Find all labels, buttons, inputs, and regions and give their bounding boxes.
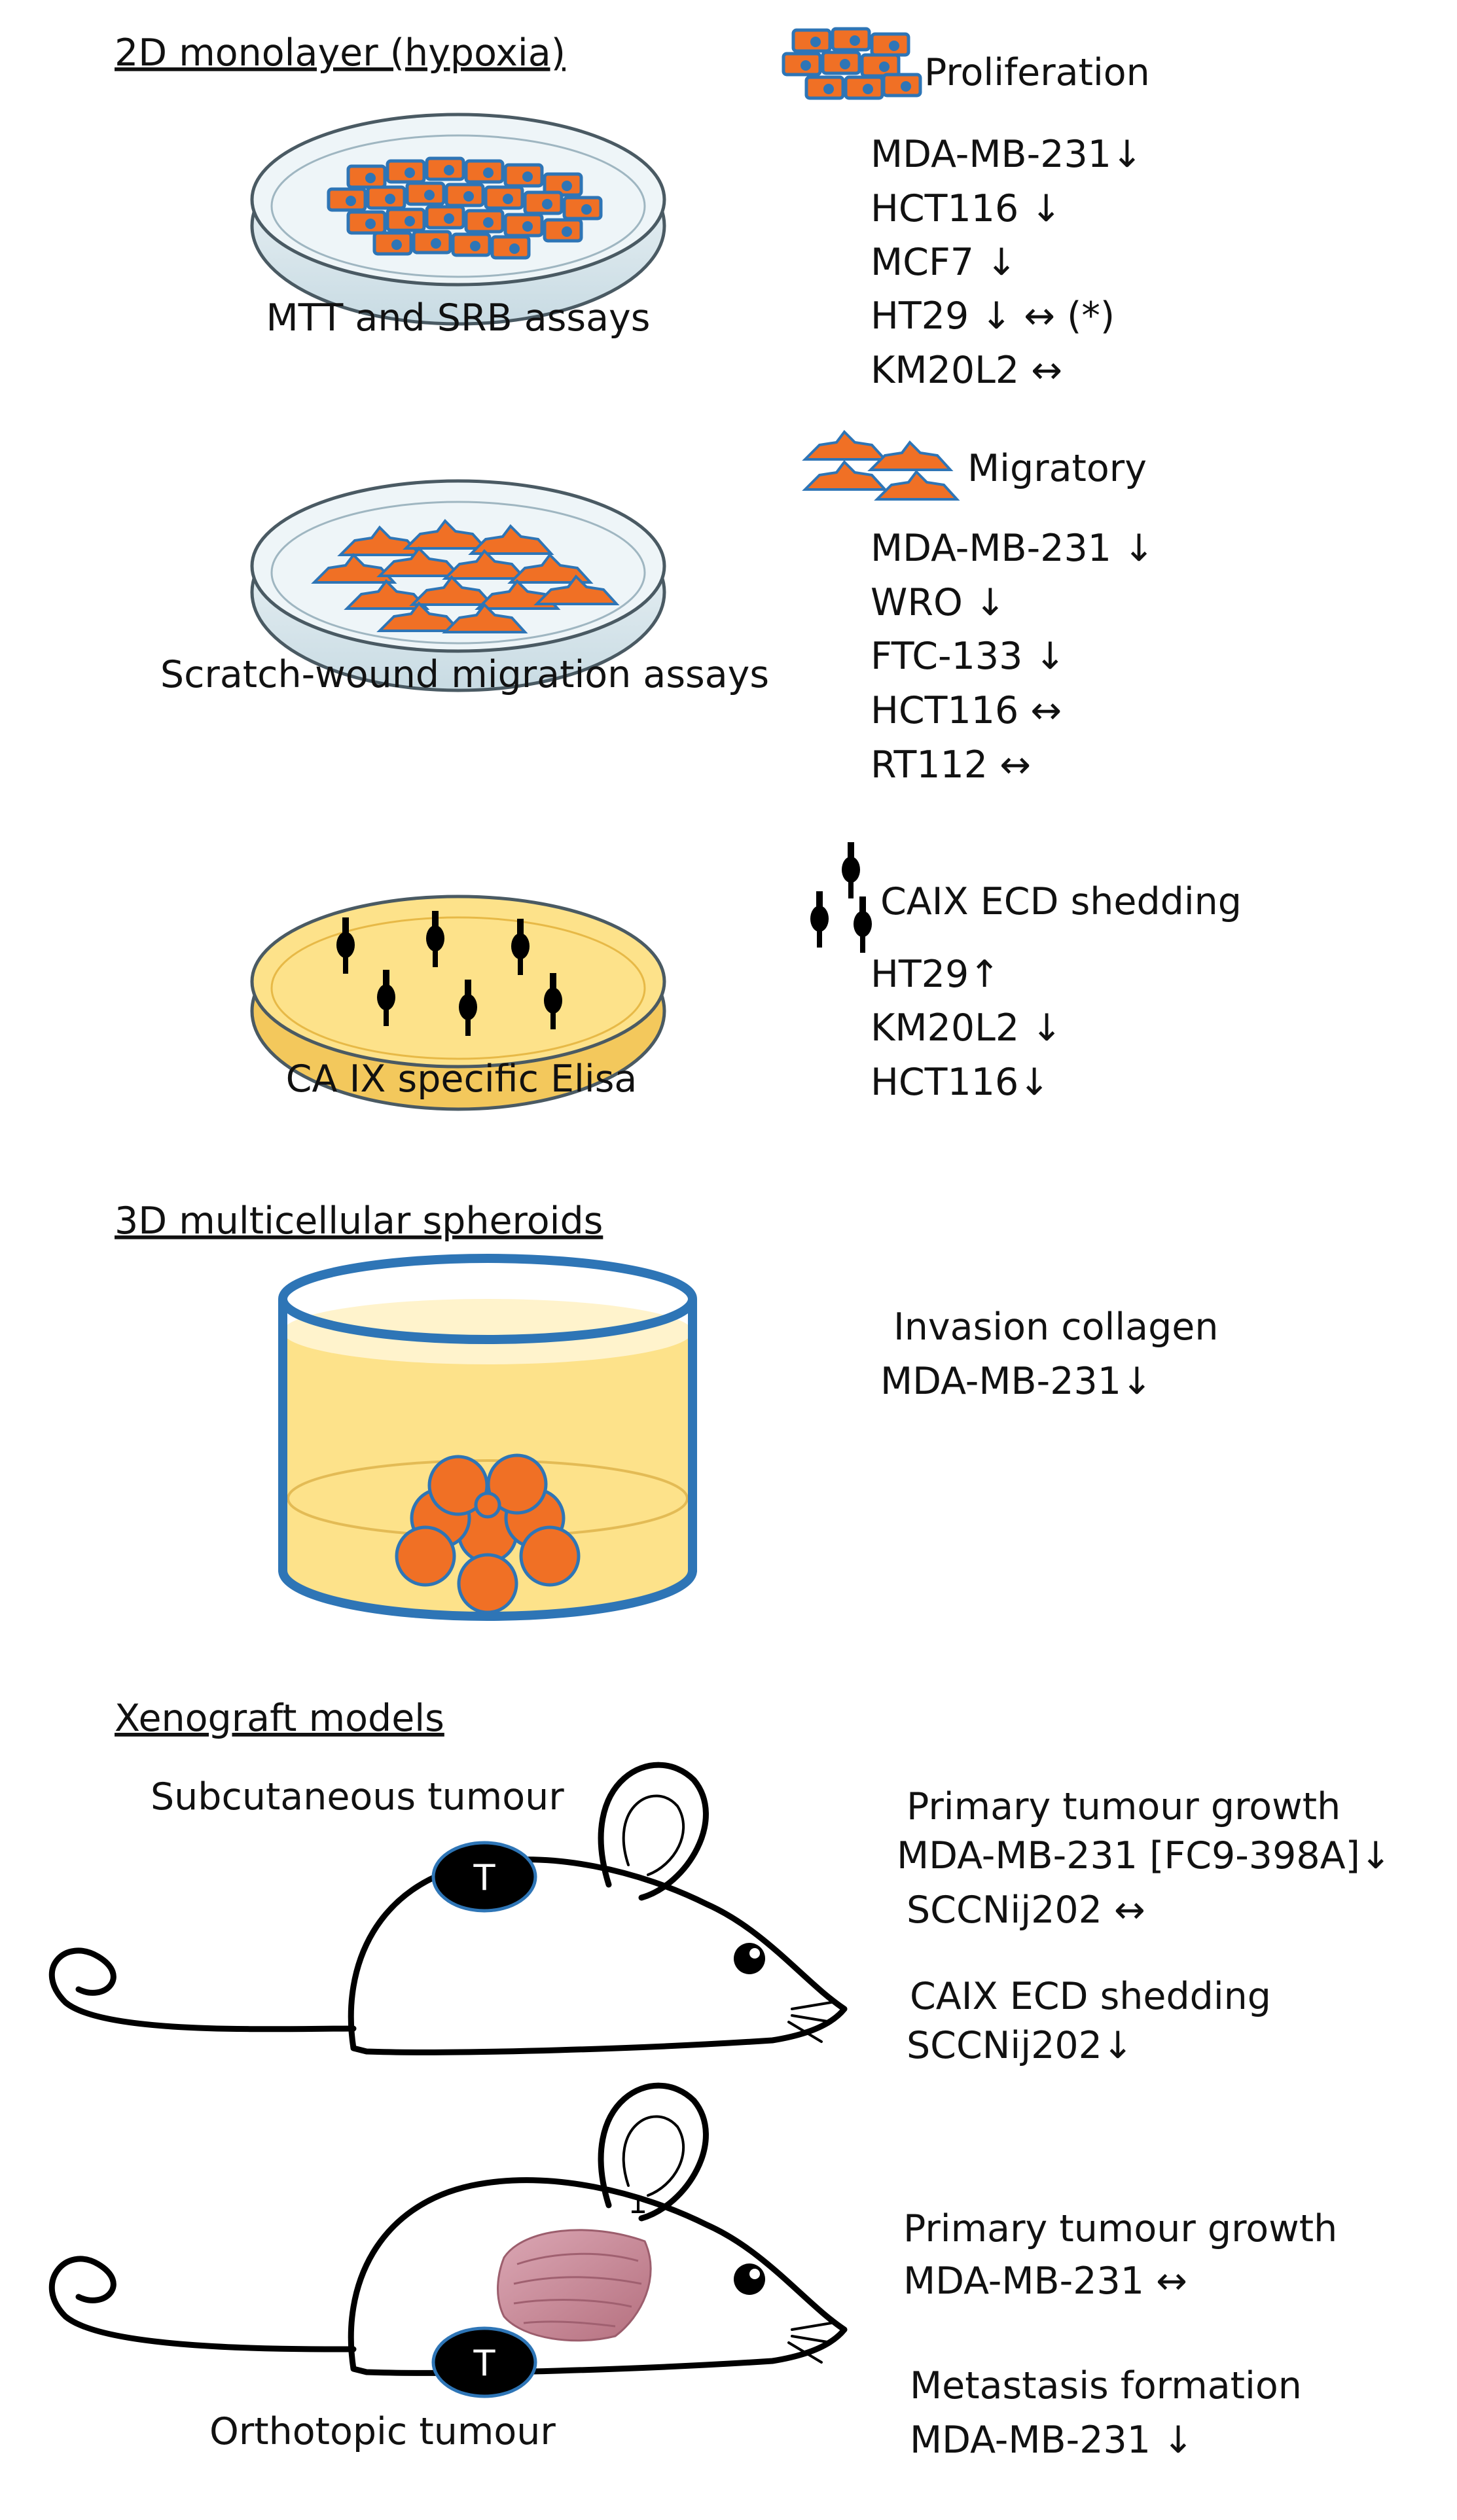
mouse-subcutaneous [48, 1762, 848, 2055]
section-title-2d-monolayer: 2D monolayer (hypoxia) [115, 31, 566, 75]
mammary-tissue-illustration [497, 2199, 652, 2342]
migratory-item: RT112 ↔ [871, 743, 1031, 787]
proliferation-icon [783, 29, 920, 98]
petri-dish-elisa [250, 895, 666, 1111]
migratory-item: FTC-133 ↓ [871, 635, 1066, 678]
label-orthotopic-tumour: Orthotopic tumour [209, 2410, 556, 2453]
orthotopic-growth-title: Primary tumour growth [903, 2207, 1337, 2250]
migratory-item: WRO ↓ [871, 581, 1006, 624]
label-subcutaneous-tumour: Subcutaneous tumour [151, 1775, 564, 1819]
migratory-icon [804, 431, 958, 501]
proliferation-item: MDA-MB-231↓ [871, 133, 1143, 176]
invasion-title: Invasion collagen [893, 1305, 1218, 1349]
proliferation-item: HCT116 ↓ [871, 187, 1062, 230]
subcutaneous-shedding-title: CAIX ECD shedding [910, 1975, 1271, 2018]
mouse-eye [734, 2263, 765, 2295]
orthotopic-metastasis-title: Metastasis formation [910, 2364, 1302, 2407]
tumour-label: T [473, 2343, 496, 2384]
shedding-item: HT29↑ [871, 953, 1000, 996]
label-mtt-srb-assays: MTT and SRB assays [266, 296, 651, 340]
migratory-item: MDA-MB-231 ↓ [871, 527, 1155, 570]
migratory-title: Migratory [967, 447, 1147, 490]
shedding-item: KM20L2 ↓ [871, 1006, 1062, 1050]
tumour-marker-subcutaneous: T [431, 1841, 537, 1913]
caix-shedding-icon [810, 842, 872, 953]
subcutaneous-shedding-item: SCCNij202↓ [907, 2024, 1134, 2067]
petri-dish-proliferation [250, 113, 666, 326]
section-title-xenograft: Xenograft models [115, 1697, 444, 1740]
section-title-3d-spheroids: 3D multicellular spheroids [115, 1199, 603, 1243]
shedding-title: CAIX ECD shedding [880, 880, 1242, 923]
tumour-marker-orthotopic: T [431, 2326, 537, 2398]
subcutaneous-growth-item: MDA-MB-231 [FC9-398A]↓ [897, 1834, 1392, 1877]
mouse-eye [734, 1943, 765, 1974]
subcutaneous-growth-item: SCCNij202 ↔ [907, 1889, 1145, 1932]
subcutaneous-growth-title: Primary tumour growth [907, 1785, 1340, 1828]
proliferation-item: HT29 ↓ ↔ (*) [871, 294, 1115, 338]
proliferation-title: Proliferation [924, 51, 1150, 94]
spheroid [395, 1453, 581, 1614]
label-ca-ix-elisa: CA IX specific Elisa [286, 1057, 638, 1101]
spheroid-well [278, 1254, 697, 1621]
petri-dish-migration [250, 479, 666, 692]
label-scratch-wound-assays: Scratch-wound migration assays [160, 653, 769, 696]
orthotopic-metastasis-item: MDA-MB-231 ↓ [910, 2419, 1194, 2462]
orthotopic-growth-item: MDA-MB-231 ↔ [903, 2260, 1187, 2303]
proliferation-item: MCF7 ↓ [871, 241, 1017, 284]
proliferation-item: KM20L2 ↔ [871, 349, 1062, 392]
invasion-item: MDA-MB-231↓ [880, 1360, 1153, 1403]
migratory-item: HCT116 ↔ [871, 689, 1062, 732]
tumour-label: T [473, 1857, 496, 1898]
mouse-orthotopic [48, 2082, 848, 2376]
shedding-item: HCT116↓ [871, 1061, 1050, 1104]
